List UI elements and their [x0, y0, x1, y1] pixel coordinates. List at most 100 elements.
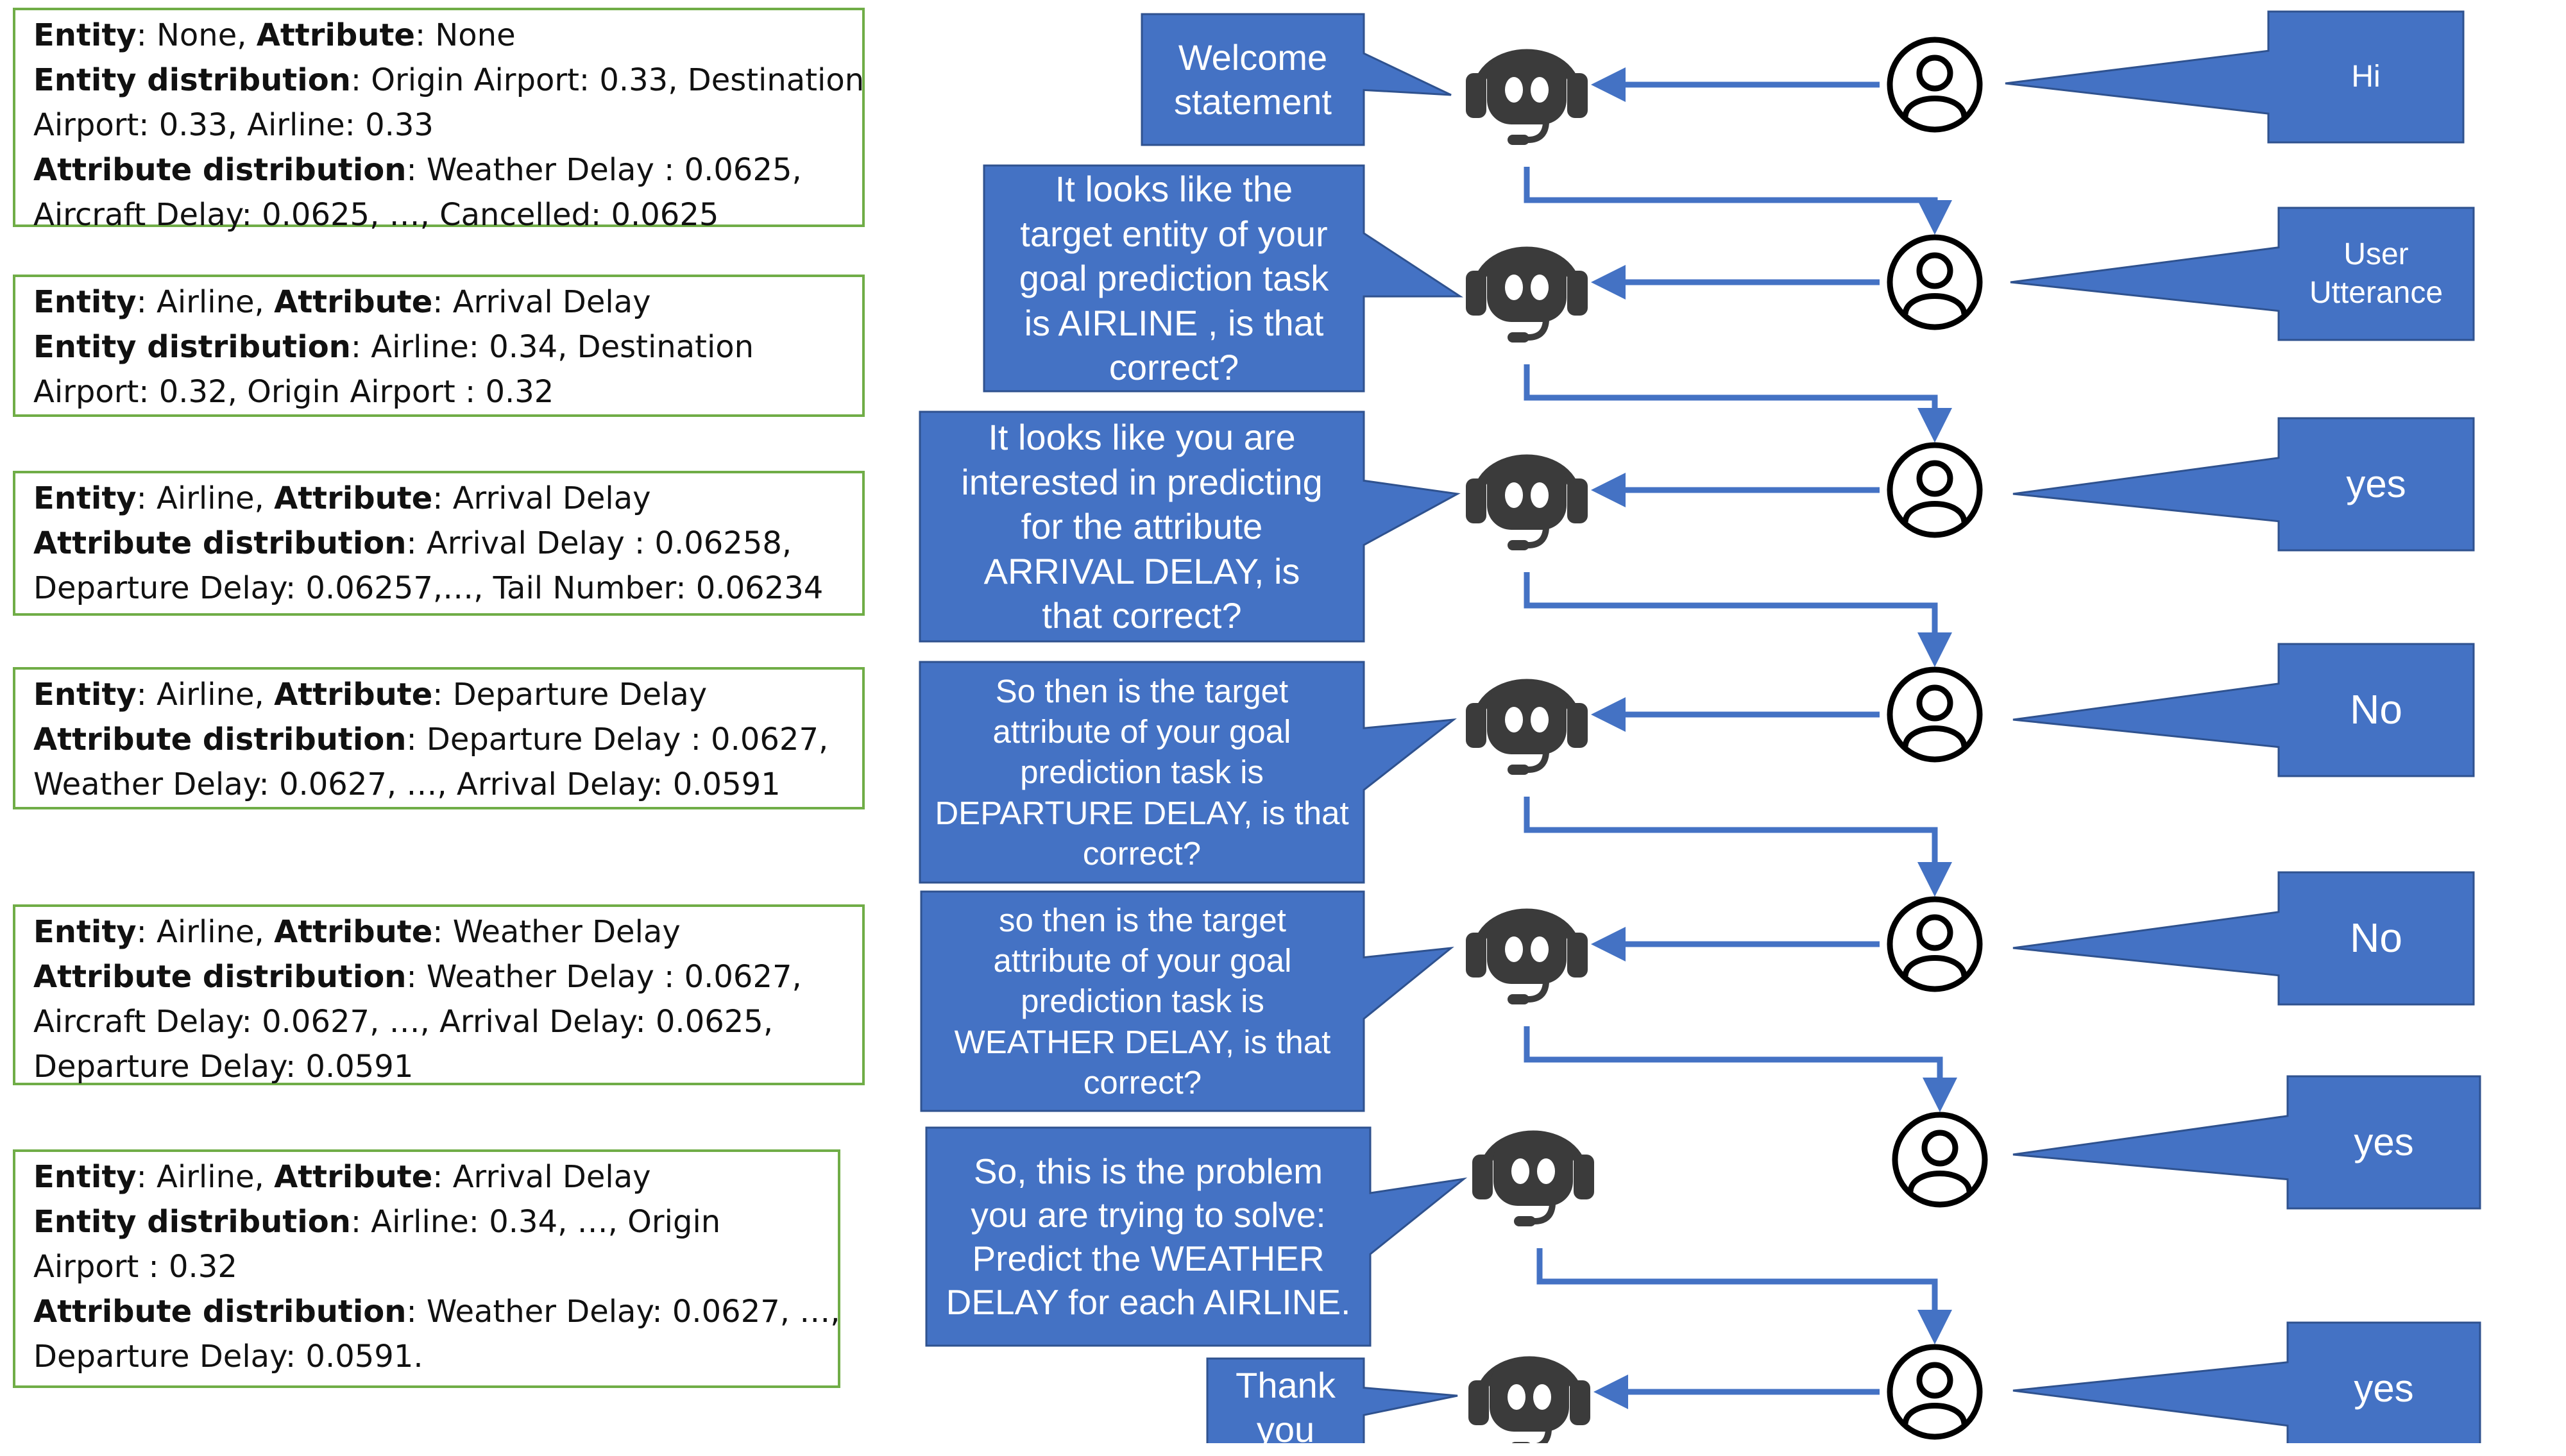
- state-line: Attribute distribution: Departure Delay …: [33, 717, 862, 762]
- state-line: Attribute distribution: Arrival Delay : …: [33, 521, 862, 566]
- state-box-2: Entity: Airline, Attribute: Arrival Dela…: [13, 275, 865, 417]
- state-field-value: : Airline,: [136, 677, 275, 713]
- bot-message-text: Welcome statement: [1174, 37, 1332, 122]
- state-field-label: Entity distribution: [33, 329, 351, 365]
- state-field-value: : Arrival Delay : 0.06258,: [406, 525, 792, 561]
- state-field-value: : Weather Delay : 0.0627,: [406, 959, 802, 995]
- user-circle-icon: [1887, 1344, 1983, 1440]
- state-field-label: Entity: [33, 677, 137, 713]
- bot-message-text: So then is the target attribute of your …: [935, 672, 1349, 872]
- chatbot-headset-icon: [1466, 246, 1588, 343]
- state-field-label: Entity distribution: [33, 1204, 351, 1240]
- user-circle-icon: [1887, 666, 1983, 763]
- turn-arrow: [1524, 167, 1952, 235]
- state-box-3: Entity: Airline, Attribute: Arrival Dela…: [13, 471, 865, 616]
- state-field-label: Entity: [33, 914, 137, 950]
- state-field-label: Attribute: [274, 914, 433, 950]
- state-field-value: : Weather Delay: 0.0627, …,: [406, 1294, 840, 1330]
- state-box-5: Entity: Airline, Attribute: Weather Dela…: [13, 904, 865, 1085]
- user-bubble-1: [2005, 10, 2465, 144]
- bot-bubble-6: [925, 1126, 1468, 1347]
- turn-arrow: [1524, 1026, 1957, 1112]
- state-box-6: Entity: Airline, Attribute: Arrival Dela…: [13, 1149, 840, 1388]
- user-message-text: Hi: [2351, 60, 2381, 94]
- state-field-value: : Airline,: [136, 1159, 275, 1195]
- chatbot-headset-icon: [1466, 49, 1588, 145]
- user-circle-icon: [1887, 234, 1983, 330]
- state-field-value: Departure Delay: 0.0591: [33, 1049, 414, 1085]
- bot-bubble-4: [919, 661, 1457, 884]
- user-circle-icon: [1887, 896, 1983, 992]
- state-box-4: Entity: Airline, Attribute: Departure De…: [13, 667, 865, 809]
- bot-message-text: So, this is the problem you are trying t…: [946, 1151, 1351, 1323]
- state-field-value: : Airline,: [136, 480, 275, 516]
- chatbot-headset-icon: [1466, 908, 1588, 1004]
- bot-message-text: Thank you: [1236, 1364, 1336, 1450]
- user-message-text: No: [2350, 686, 2402, 733]
- state-line: Entity: Airline, Attribute: Arrival Dela…: [33, 1155, 838, 1199]
- state-field-label: Attribute distribution: [33, 152, 407, 188]
- state-line: Aircraft Delay: 0.0627, …, Arrival Delay…: [33, 999, 862, 1044]
- user-circle-icon: [1892, 1112, 1988, 1208]
- user-bubble-3: [2012, 417, 2475, 552]
- state-field-label: Attribute distribution: [33, 959, 407, 995]
- state-field-value: Weather Delay: 0.0627, …, Arrival Delay:…: [33, 766, 781, 802]
- state-field-label: Attribute distribution: [33, 722, 407, 758]
- state-line: Airport: 0.32, Origin Airport : 0.32: [33, 369, 862, 414]
- state-field-label: Entity distribution: [33, 62, 351, 98]
- state-field-label: Attribute: [274, 1159, 433, 1195]
- state-field-label: Attribute: [274, 284, 433, 320]
- bot-bubble-7: [1206, 1357, 1458, 1443]
- user-circle-icon: [1887, 442, 1983, 538]
- state-field-value: Airport: 0.33, Airline: 0.33: [33, 107, 434, 143]
- state-field-value: Airport : 0.32: [33, 1249, 237, 1285]
- state-line: Entity: Airline, Attribute: Arrival Dela…: [33, 280, 862, 325]
- bot-message-text: It looks like the target entity of your …: [1019, 169, 1329, 388]
- state-field-label: Attribute distribution: [33, 1294, 407, 1330]
- user-message-text: User Utterance: [2309, 237, 2443, 310]
- state-field-value: : Weather Delay: [432, 914, 681, 950]
- state-field-value: : Arrival Delay: [432, 480, 651, 516]
- user-bubble-4: [2012, 643, 2475, 777]
- state-line: Entity: Airline, Attribute: Departure De…: [33, 672, 862, 717]
- state-line: Entity: Airline, Attribute: Arrival Dela…: [33, 476, 862, 521]
- user-bubble-2: [2010, 207, 2475, 341]
- state-field-value: Departure Delay: 0.06257,…, Tail Number:…: [33, 570, 824, 606]
- state-field-value: Departure Delay: 0.0591.: [33, 1339, 423, 1375]
- state-field-value: : Departure Delay : 0.0627,: [406, 722, 829, 758]
- turn-arrow: [1524, 797, 1952, 897]
- state-line: Entity distribution: Airline: 0.34, …, O…: [33, 1199, 838, 1244]
- state-line: Departure Delay: 0.06257,…, Tail Number:…: [33, 566, 862, 611]
- state-line: Airport: 0.33, Airline: 0.33: [33, 103, 862, 148]
- bot-bubble-1: [1141, 13, 1452, 146]
- state-line: Weather Delay: 0.0627, …, Arrival Delay:…: [33, 762, 862, 807]
- state-line: Entity: Airline, Attribute: Weather Dela…: [33, 910, 862, 954]
- state-field-label: Attribute: [256, 17, 415, 53]
- state-field-value: : Arrival Delay: [432, 284, 651, 320]
- state-line: Aircraft Delay: 0.0625, …, Cancelled: 0.…: [33, 192, 862, 237]
- state-field-value: : Origin Airport: 0.33, Destination: [350, 62, 865, 98]
- state-line: Attribute distribution: Weather Delay : …: [33, 148, 862, 192]
- state-field-value: Airport: 0.32, Origin Airport : 0.32: [33, 374, 554, 410]
- chatbot-headset-icon: [1466, 454, 1588, 550]
- user-bubble-7: [2012, 1321, 2481, 1443]
- state-line: Entity distribution: Origin Airport: 0.3…: [33, 58, 865, 103]
- state-field-label: Entity: [33, 1159, 137, 1195]
- turn-arrow: [1536, 1248, 1952, 1344]
- state-line: Attribute distribution: Weather Delay : …: [33, 954, 862, 999]
- state-field-value: Aircraft Delay: 0.0625, …, Cancelled: 0.…: [33, 197, 719, 233]
- state-field-value: : None: [414, 17, 516, 53]
- state-field-value: : None,: [136, 17, 257, 53]
- state-field-value: : Arrival Delay: [432, 1159, 651, 1195]
- state-field-label: Attribute distribution: [33, 525, 407, 561]
- state-field-value: : Airline,: [136, 914, 275, 950]
- state-line: Attribute distribution: Weather Delay: 0…: [33, 1289, 840, 1334]
- user-circle-icon: [1887, 37, 1983, 133]
- state-field-label: Entity: [33, 480, 137, 516]
- bot-bubble-2: [983, 164, 1464, 393]
- turn-arrow: [1524, 364, 1952, 443]
- state-field-value: : Airline: 0.34, Destination: [350, 329, 754, 365]
- state-field-label: Attribute: [274, 480, 433, 516]
